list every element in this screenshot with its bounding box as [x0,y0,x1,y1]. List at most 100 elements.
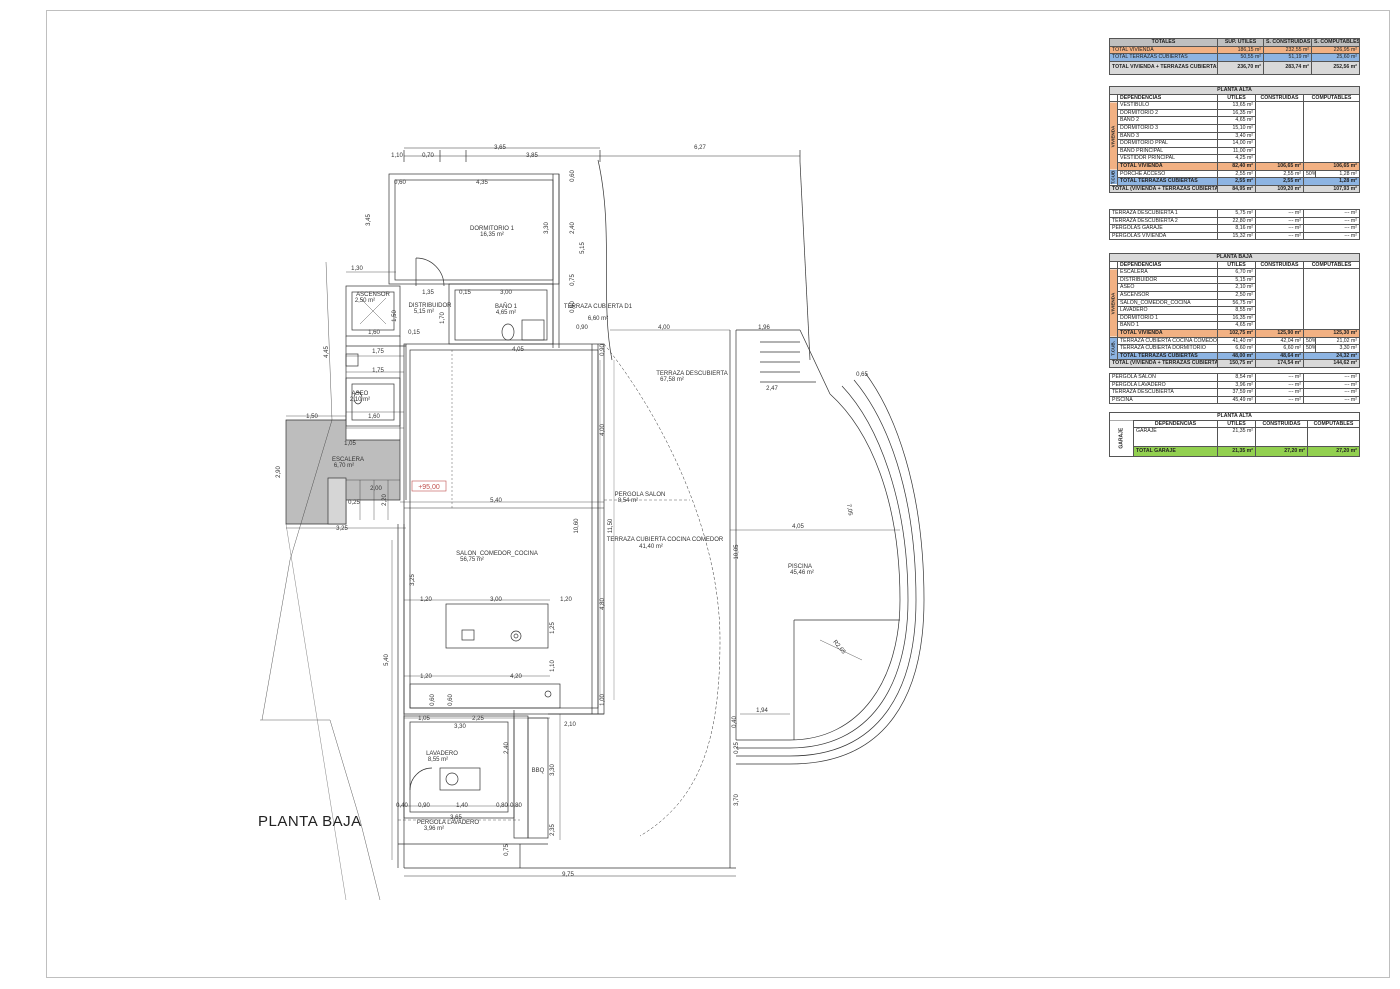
cell: 27,20 m² [1255,446,1308,458]
cell: 8,16 m² [1217,224,1256,233]
dim-label: 3,25 [410,574,416,586]
cell: 3,96 m² [1217,380,1256,390]
table-title: PLANTA ALTA [1108,86,1361,95]
cell: PERGOLAS VIVIENDA [1109,231,1218,241]
cell: DISTRIBUIDOR [1117,275,1218,285]
cell: 8,55 m² [1217,306,1256,315]
cell: TERRAZA DESCUBIERTA [1109,388,1218,397]
cell: 102,75 m² [1217,328,1256,338]
cell: 82,40 m² [1217,161,1256,171]
cell: 3,30 m² [1314,344,1361,353]
cell: --- m² [1255,380,1304,390]
level-mark: +95,00 [418,484,440,491]
cell: 236,70 m² [1217,60,1264,75]
room-area-salon: 56,75 m² [460,557,484,563]
cell: TERRAZA DESCUBIERTA 2 [1109,216,1218,226]
cell: --- m² [1303,380,1360,390]
cell: 15,32 m² [1217,231,1256,241]
cell: 226,95 m² [1311,45,1360,55]
cell: --- m² [1255,224,1304,233]
dim-label: 3,30 [550,764,556,776]
floor-plan: +95,00 DORMITORIO 1 16,35 m² ASCENSOR 2,… [258,145,925,901]
col-header: UTILES [1217,419,1256,429]
table-row: TOTAL VIVIENDA 186,15 m² 232,55 m² 226,9… [1109,45,1360,55]
col-header: COMPUTABLES [1302,260,1361,270]
room-name-escalera: ESCALERA [332,457,364,463]
table-row: T.CUB. PORCHE ACCESO 2,55 m² 2,55 m² 50%… [1109,169,1361,186]
cell: PISCINA [1109,395,1218,405]
dim-label: 1,10 [391,153,403,159]
cell: 2,55 m² [1217,177,1256,186]
cell: PORCHE ACCESO [1117,169,1218,179]
cell: VESTIBULO [1117,101,1218,110]
cell: 252,56 m² [1311,60,1360,75]
cell: TOTAL TERRAZAS CUBIERTAS [1109,53,1218,62]
cell: --- m² [1303,224,1360,233]
dim-label: 1,75 [372,349,384,355]
dim-label: 0,60 [570,301,576,313]
cell: 6,60 m² [1255,344,1304,353]
dim-label: 3,65 [450,815,462,821]
table-row: TERRAZA CUBIERTA DORMITORIO 6,60 m² 6,60… [1110,344,1361,353]
dim-label: 0,70 [422,153,434,159]
room-area-distribuidor: 5,15 m² [414,309,434,315]
cell: DORMITORIO 2 [1117,108,1218,118]
room-name-salon: SALON_COMEDOR_COCINA [456,551,538,557]
col-header: UTILES [1217,260,1256,270]
cell: 106,65 m² [1302,161,1361,171]
cell: 8,54 m² [1217,373,1256,382]
cell: 50% [1303,344,1316,353]
cell: PERGOLAS GARAJE [1109,224,1218,233]
cell: TOTAL (VIVIENDA + TERRAZAS CUBIERTAS) [1109,184,1218,194]
table-row: VIVIENDA ESCALERA 6,70 m² [1109,268,1361,338]
cell: LAVADERO [1117,306,1218,315]
dim-label: 0,90 [576,325,588,331]
dim-label: 4,00 [658,325,670,331]
cell: ASCENSOR [1117,290,1218,300]
cell: GARAJE [1133,427,1218,448]
table-row: TOTAL (VIVIENDA + TERRAZAS CUBIERTAS) 15… [1109,359,1361,368]
table-row: TOTAL TERRAZAS CUBIERTAS 50,55 m² 51,19 … [1109,53,1360,62]
cell: 41,40 m² [1217,336,1256,346]
table-row: TOTAL VIVIENDA 82,40 m² 106,65 m² 106,65… [1109,161,1361,171]
cell: 48,00 m² [1217,351,1256,361]
dim-label: 4,80 [600,598,606,610]
dim-label: 1,20 [420,597,432,603]
cell: 144,62 m² [1302,359,1361,368]
room-name-bano1: BAÑO 1 [495,303,518,310]
dim-label: 0,90 [600,344,606,356]
dim-label: 1,05 [418,716,430,722]
dim-label: 0,75 [570,274,576,286]
cell: TOTAL (VIVIENDA + TERRAZAS CUBIERTAS) [1109,359,1218,368]
cell: 107,93 m² [1302,184,1361,194]
dim-label: 2,25 [472,716,484,722]
room-area-terraza-desc: 67,58 m² [660,377,684,383]
totals-header: S. COMPUTABLES [1311,38,1360,47]
col-header: CONSTRUIDAS [1255,93,1304,103]
cell: VESTIDOR PRINCIPAL [1117,154,1218,163]
cell: 22,80 m² [1217,216,1256,226]
cell: TERRAZA CUBIERTA COCINA COMEDOR [1117,336,1218,346]
dim-label: 5,40 [384,654,390,666]
cell: 106,65 m² [1255,161,1304,171]
room-name-lavadero: LAVADERO [426,751,458,757]
room-name-piscina: PISCINA [788,564,812,570]
cell: 6,60 m² [1217,344,1256,353]
dim-label: 0,40 [396,803,408,809]
dim-label: 3,65 [494,145,506,151]
room-area-terraza-cub-cc: 41,40 m² [639,544,663,550]
cell: 11,00 m² [1217,146,1256,156]
dim-label: 2,40 [504,742,510,754]
col-header: DEPENDENCIAS [1133,419,1218,429]
dim-label: 0,90 [418,803,430,809]
cell: TOTAL VIVIENDA [1109,45,1218,55]
dim-label: 0,40 [732,716,738,728]
cell: 5,15 m² [1217,275,1256,285]
dim-label: 0,60 [430,694,436,706]
cell: --- m² [1303,209,1360,218]
table-row: VIVIENDA VESTIBULO 13,65 m² [1109,101,1361,171]
table-row: TOTAL VIVIENDA 102,75 m² 125,90 m² 125,3… [1109,328,1361,338]
